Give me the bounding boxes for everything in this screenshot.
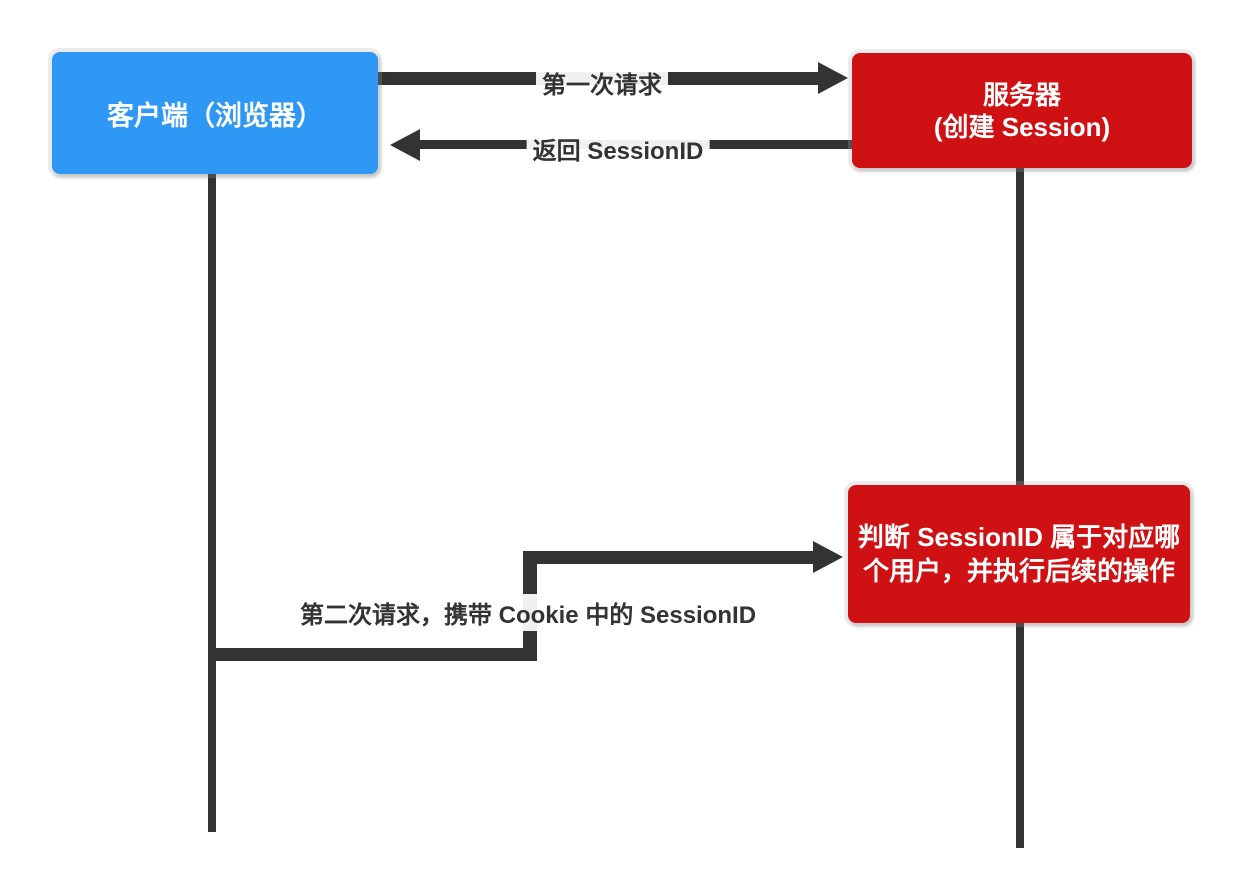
return-sessionid-arrowhead-icon <box>390 129 420 161</box>
client-lifeline <box>208 174 216 832</box>
second-request-arrowhead-icon <box>813 541 843 573</box>
second-request-label: 第二次请求，携带 Cookie 中的 SessionID <box>293 594 763 631</box>
server-lifeline-lower <box>1016 623 1024 848</box>
server-judge-sessionid-node: 判断 SessionID 属于对应哪个用户，并执行后续的操作 <box>848 485 1190 623</box>
return-sessionid-label: 返回 SessionID <box>526 130 710 167</box>
second-request-arrow-segment-bottom <box>212 648 537 661</box>
client-browser-node: 客户端（浏览器） <box>52 52 378 174</box>
second-request-arrow-segment-top <box>523 551 815 564</box>
first-request-label: 第一次请求 <box>536 64 668 101</box>
first-request-arrowhead-icon <box>818 62 848 94</box>
server-create-session-node: 服务器 (创建 Session) <box>852 53 1192 168</box>
server-lifeline-upper <box>1016 167 1024 485</box>
